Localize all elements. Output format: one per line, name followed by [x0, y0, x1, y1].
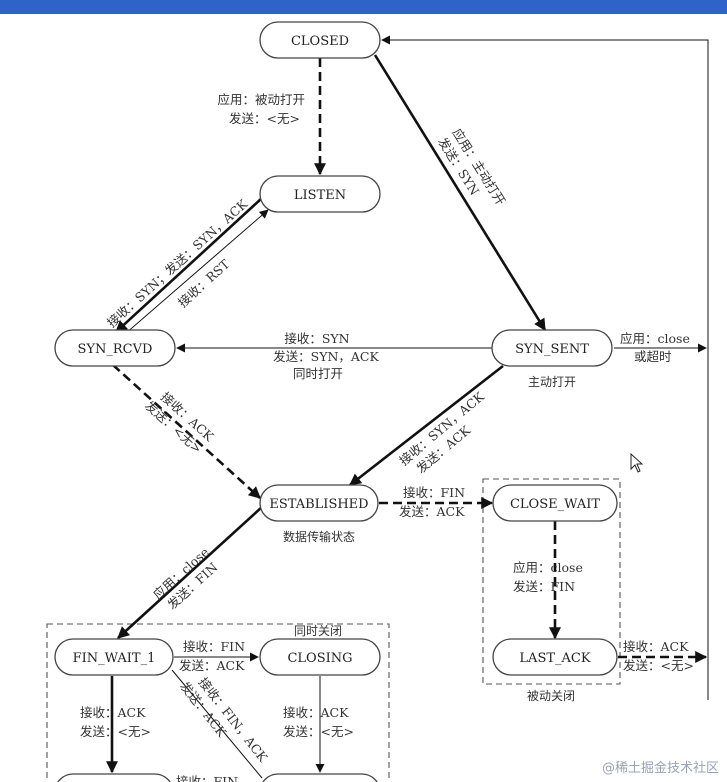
- caption-passive-close: 被动关闭: [527, 689, 575, 703]
- state-established-label: ESTABLISHED: [269, 497, 368, 512]
- label-lastack-closed-2: 发送：<无>: [623, 658, 694, 673]
- mouse-cursor-icon: [630, 453, 644, 473]
- label-closing-down-1: 接收：ACK: [283, 705, 349, 720]
- simultaneous-close-group: [46, 623, 390, 782]
- label-closewait-lastack-2: 发送：FIN: [513, 579, 575, 594]
- state-last-ack: LAST_ACK: [492, 638, 618, 676]
- state-syn-sent: SYN_SENT: [491, 329, 613, 367]
- state-listen: LISTEN: [259, 175, 381, 213]
- passive-close-group: [482, 478, 621, 685]
- state-syn-sent-label: SYN_SENT: [515, 342, 589, 357]
- label-synsent-synrcvd-2: 发送：SYN，ACK: [273, 349, 379, 364]
- state-close-wait-label: CLOSE_WAIT: [510, 497, 600, 512]
- state-close-wait: CLOSE_WAIT: [492, 484, 618, 522]
- watermark: @稀土掘金技术社区: [601, 761, 719, 776]
- label-synsent-close-1: 应用：close: [620, 331, 690, 346]
- return-line-to-closed: [381, 35, 709, 700]
- state-fin-wait-1: FIN_WAIT_1: [54, 638, 174, 676]
- state-established: ESTABLISHED: [259, 484, 379, 522]
- edge-synrcvd-established: [112, 364, 261, 499]
- caption-established: 数据传输状态: [283, 529, 355, 544]
- edge-listen-synrcvd: [115, 197, 263, 333]
- label-finwait1-down-1: 接收：ACK: [80, 705, 146, 720]
- state-closing-label: CLOSING: [287, 651, 352, 666]
- label-synsent-synrcvd-1: 接收：SYN: [284, 331, 349, 346]
- state-syn-rcvd: SYN_RCVD: [54, 329, 176, 367]
- label-established-closewait-1: 接收：FIN: [403, 485, 465, 500]
- edge-closed-synsent: [373, 54, 547, 332]
- label-closed-listen-1: 应用：被动打开: [217, 92, 305, 107]
- state-last-ack-label: LAST_ACK: [519, 651, 590, 666]
- edge-synsent-established: [349, 364, 504, 487]
- label-established-closewait-2: 发送：ACK: [399, 504, 465, 519]
- state-closing: CLOSING: [259, 638, 381, 676]
- state-closed: CLOSED: [259, 21, 381, 59]
- label-finwait1-down-2: 发送：<无>: [80, 724, 151, 739]
- label-partial-bottom: 接收：FIN: [176, 774, 238, 782]
- edge-finwait1-diagonal: [171, 669, 263, 779]
- label-closewait-lastack-1: 应用：close: [513, 560, 583, 575]
- state-closed-label: CLOSED: [291, 34, 349, 49]
- label-synsent-close-2: 或超时: [634, 349, 672, 364]
- state-partial-right: [262, 773, 378, 782]
- label-synsent-synrcvd-3: 同时打开: [293, 366, 343, 381]
- label-finwait1-closing-1: 接收：FIN: [183, 639, 245, 654]
- label-closing-down-2: 发送：<无>: [283, 724, 354, 739]
- label-listen-synrcvd: 接收：SYN；发送：SYN，ACK: [104, 196, 251, 330]
- caption-simultaneous-close: 同时关闭: [294, 624, 342, 638]
- top-bar: [0, 0, 727, 14]
- state-listen-label: LISTEN: [294, 188, 346, 203]
- label-closed-listen-2: 发送：<无>: [229, 111, 300, 126]
- state-partial-left: [57, 773, 171, 782]
- edge-synrcvd-listen: [124, 209, 269, 335]
- state-fin-wait-1-label: FIN_WAIT_1: [73, 651, 156, 666]
- label-lastack-closed-1: 接收：ACK: [623, 639, 689, 654]
- state-syn-rcvd-label: SYN_RCVD: [78, 342, 153, 357]
- caption-synsent: 主动打开: [528, 375, 576, 389]
- label-finwait1-closing-2: 发送：ACK: [179, 658, 245, 673]
- edge-established-finwait1: [117, 506, 263, 639]
